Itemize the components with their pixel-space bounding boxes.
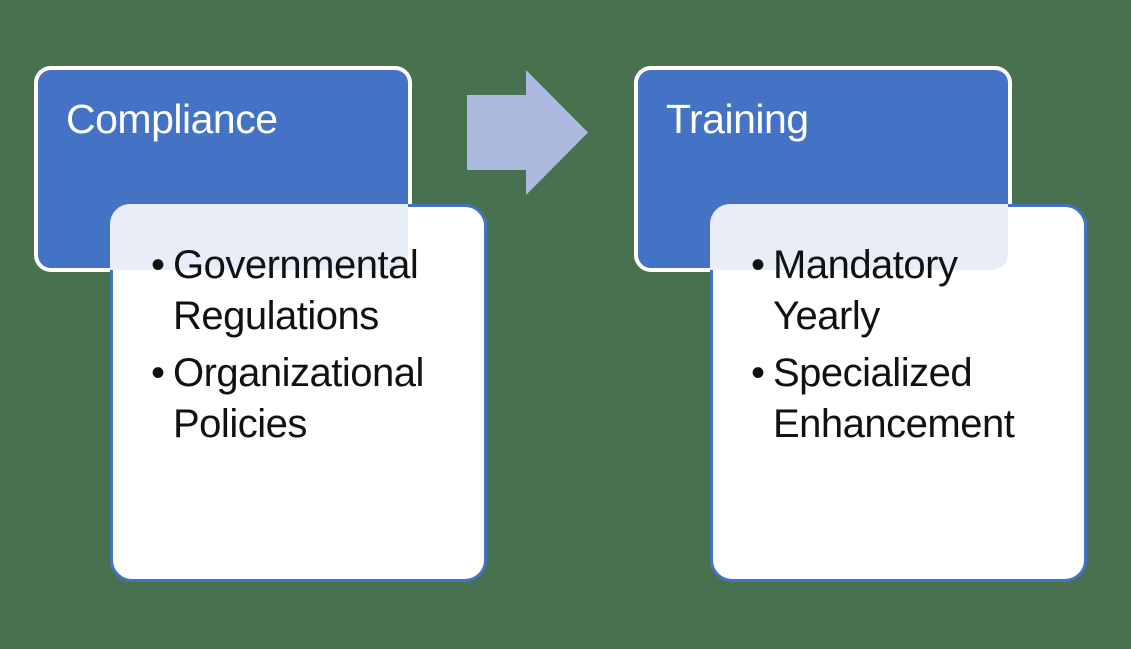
training-overlap-tint bbox=[710, 204, 1008, 270]
compliance-bullet-list: • Governmental Regulations • Organizatio… bbox=[113, 207, 484, 450]
bullet-marker: • bbox=[151, 351, 165, 395]
bullet-marker: • bbox=[151, 243, 165, 287]
bullet-item: • Governmental Regulations bbox=[151, 240, 468, 342]
training-body-shape: • Mandatory Yearly • Specialized Enhance… bbox=[710, 204, 1087, 582]
compliance-body-shape: • Governmental Regulations • Organizatio… bbox=[110, 204, 487, 582]
bullet-item: • Organizational Policies bbox=[151, 348, 468, 450]
training-title: Training bbox=[666, 96, 809, 142]
compliance-title: Compliance bbox=[66, 96, 278, 142]
bullet-item: • Mandatory Yearly bbox=[751, 240, 1068, 342]
bullet-text: Specialized Enhancement bbox=[773, 351, 1015, 446]
compliance-overlap-tint bbox=[110, 204, 408, 270]
bullet-text: Mandatory Yearly bbox=[773, 243, 958, 338]
bullet-text: Governmental Regulations bbox=[173, 243, 419, 338]
bullet-marker: • bbox=[751, 351, 765, 395]
bullet-text: Organizational Policies bbox=[173, 351, 424, 446]
training-bullet-list: • Mandatory Yearly • Specialized Enhance… bbox=[713, 207, 1084, 450]
right-arrow-icon bbox=[467, 70, 588, 195]
bullet-marker: • bbox=[751, 243, 765, 287]
bullet-item: • Specialized Enhancement bbox=[751, 348, 1068, 450]
